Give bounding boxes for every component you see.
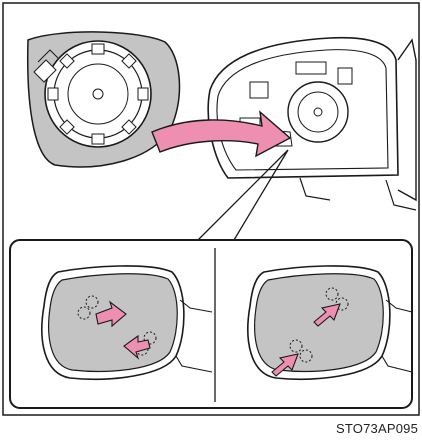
figure-code: STO73AP095 xyxy=(336,421,418,436)
